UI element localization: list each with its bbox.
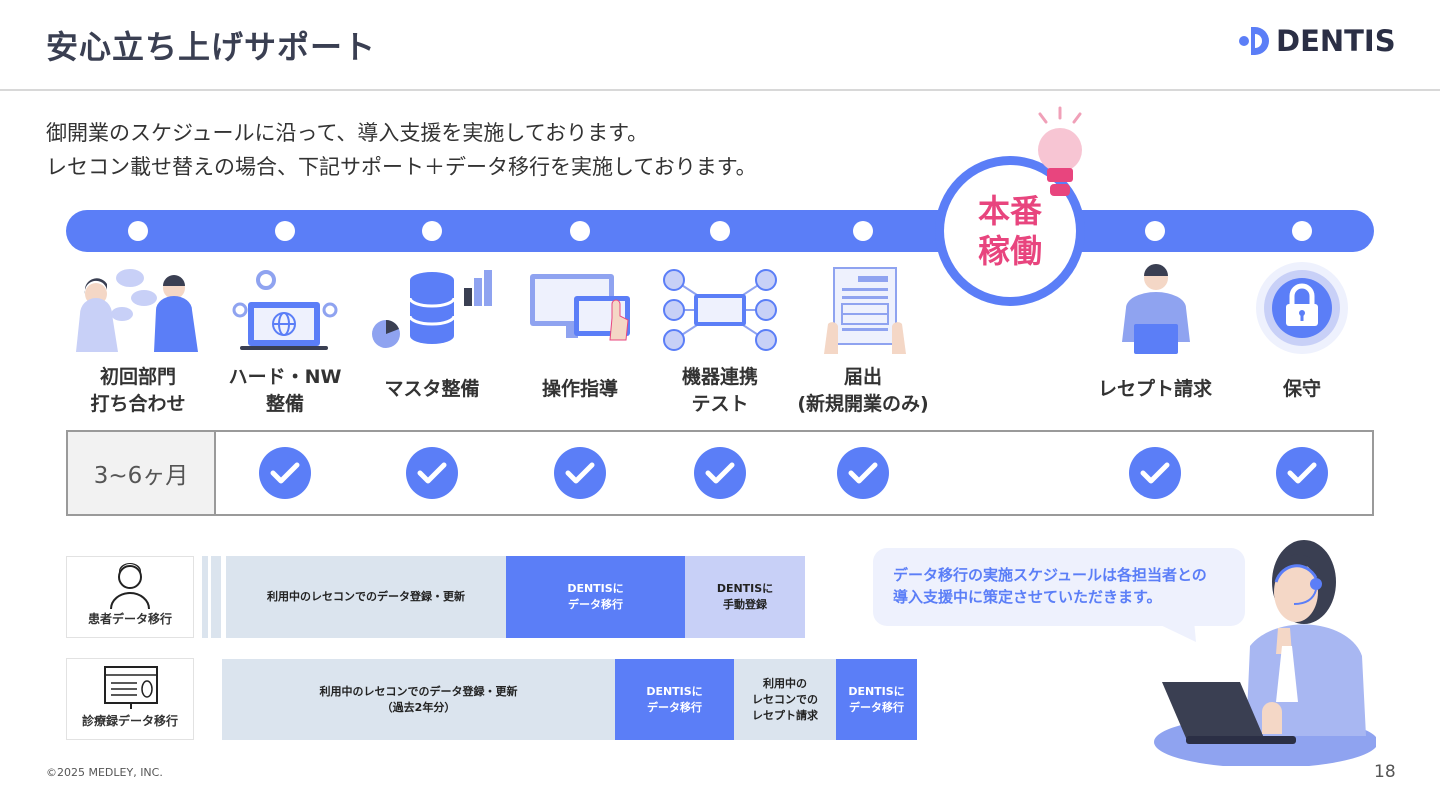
- bubble-line-2: 導入支援中に策定させていただきます。: [893, 588, 1162, 606]
- check-icon: [1129, 447, 1181, 499]
- step-label-maintenance: 保守: [1282, 378, 1321, 400]
- intro-line-2: レセコン載せ替えの場合、下記サポート＋データ移行を実施しております。: [46, 155, 757, 179]
- bubble-tail: [1150, 620, 1196, 642]
- bubble-line-1: データ移行の実施スケジュールは各担当者との: [893, 566, 1207, 584]
- check-icon: [837, 447, 889, 499]
- patient-seg-manual-entry: DENTISに手動登録: [685, 556, 805, 638]
- staff-with-laptop-illustration: [1122, 264, 1190, 354]
- dentis-logo: DENTIS: [1236, 24, 1396, 58]
- patient-seg-dentis-migration: DENTISにデータ移行: [506, 556, 685, 638]
- intro-text: 御開業のスケジュールに沿って、導入支援を実施しております。 レセコン載せ替えの場…: [46, 116, 757, 184]
- duration-cell: 3~6ヶ月: [68, 432, 216, 514]
- support-operator-illustration: [1154, 540, 1376, 766]
- device-integration-illustration: [663, 269, 777, 351]
- step-label-master-setup: マスタ整備: [384, 378, 480, 400]
- check-icon: [259, 447, 311, 499]
- page-number: 18: [1374, 762, 1396, 782]
- step-label-initial-meeting: 初回部門 打ち合わせ: [90, 366, 186, 415]
- lightbulb-icon: [1038, 106, 1082, 196]
- record-migration-label-box: 診療録データ移行: [66, 658, 194, 740]
- lock-icon: [1256, 262, 1348, 354]
- timeline-dot: [128, 221, 148, 241]
- go-live-label: 本番 稼働: [970, 191, 1050, 271]
- step-label-receipt-claim: レセプト請求: [1097, 378, 1212, 400]
- medical-record-icon: [104, 666, 158, 709]
- header-divider: [0, 89, 1440, 91]
- hardware-network-illustration: [232, 270, 338, 350]
- record-seg-current-system: 利用中のレセコンでのデータ登録・更新（過去2年分）: [222, 659, 615, 740]
- step-label-notification: 届出 (新規開業のみ): [797, 366, 929, 415]
- record-seg-dentis-migration-final: DENTISにデータ移行: [836, 659, 917, 740]
- step-label-device-test: 機器連携 テスト: [681, 366, 758, 415]
- patient-icon: [110, 563, 150, 609]
- patient-migration-label-box: 患者データ移行: [66, 556, 194, 638]
- intro-line-1: 御開業のスケジュールに沿って、導入支援を実施しております。: [46, 121, 649, 145]
- schedule-note-bubble: データ移行の実施スケジュールは各担当者との 導入支援中に策定させていただきます。: [873, 548, 1245, 626]
- dentis-logo-icon: [1239, 27, 1269, 55]
- timeline-dot: [1292, 221, 1312, 241]
- step-label-operation-guidance: 操作指導: [541, 378, 618, 400]
- database-illustration: [372, 270, 492, 348]
- logo-text: DENTIS: [1276, 24, 1396, 58]
- patient-seg-current-system: 利用中のレセコンでのデータ登録・更新: [226, 556, 506, 638]
- operation-guidance-illustration: [530, 274, 630, 341]
- copyright: ©2025 MEDLEY, INC.: [46, 766, 163, 779]
- meeting-illustration: [76, 269, 198, 352]
- gap-bar: [211, 556, 221, 638]
- timeline-dot: [710, 221, 730, 241]
- check-icon: [554, 447, 606, 499]
- record-seg-current-claim: 利用中のレセコンでのレセプト請求: [734, 659, 836, 740]
- gap-bar: [202, 556, 208, 638]
- timeline-dot: [853, 221, 873, 241]
- go-live-line-2: 稼働: [977, 232, 1042, 270]
- check-icon: [406, 447, 458, 499]
- go-live-line-1: 本番: [977, 192, 1042, 230]
- page-title: 安心立ち上げサポート: [46, 28, 377, 66]
- step-label-hardware-network: ハード・NW 整備: [228, 366, 342, 415]
- timeline-dot: [275, 221, 295, 241]
- timeline-dot: [422, 221, 442, 241]
- notification-document-illustration: [824, 267, 906, 354]
- record-seg-dentis-migration: DENTISにデータ移行: [615, 659, 734, 740]
- check-icon: [1276, 447, 1328, 499]
- patient-migration-label: 患者データ移行: [87, 612, 172, 626]
- timeline-dot: [1145, 221, 1165, 241]
- record-migration-label: 診療録データ移行: [81, 714, 178, 728]
- check-icon: [694, 447, 746, 499]
- timeline-dot: [570, 221, 590, 241]
